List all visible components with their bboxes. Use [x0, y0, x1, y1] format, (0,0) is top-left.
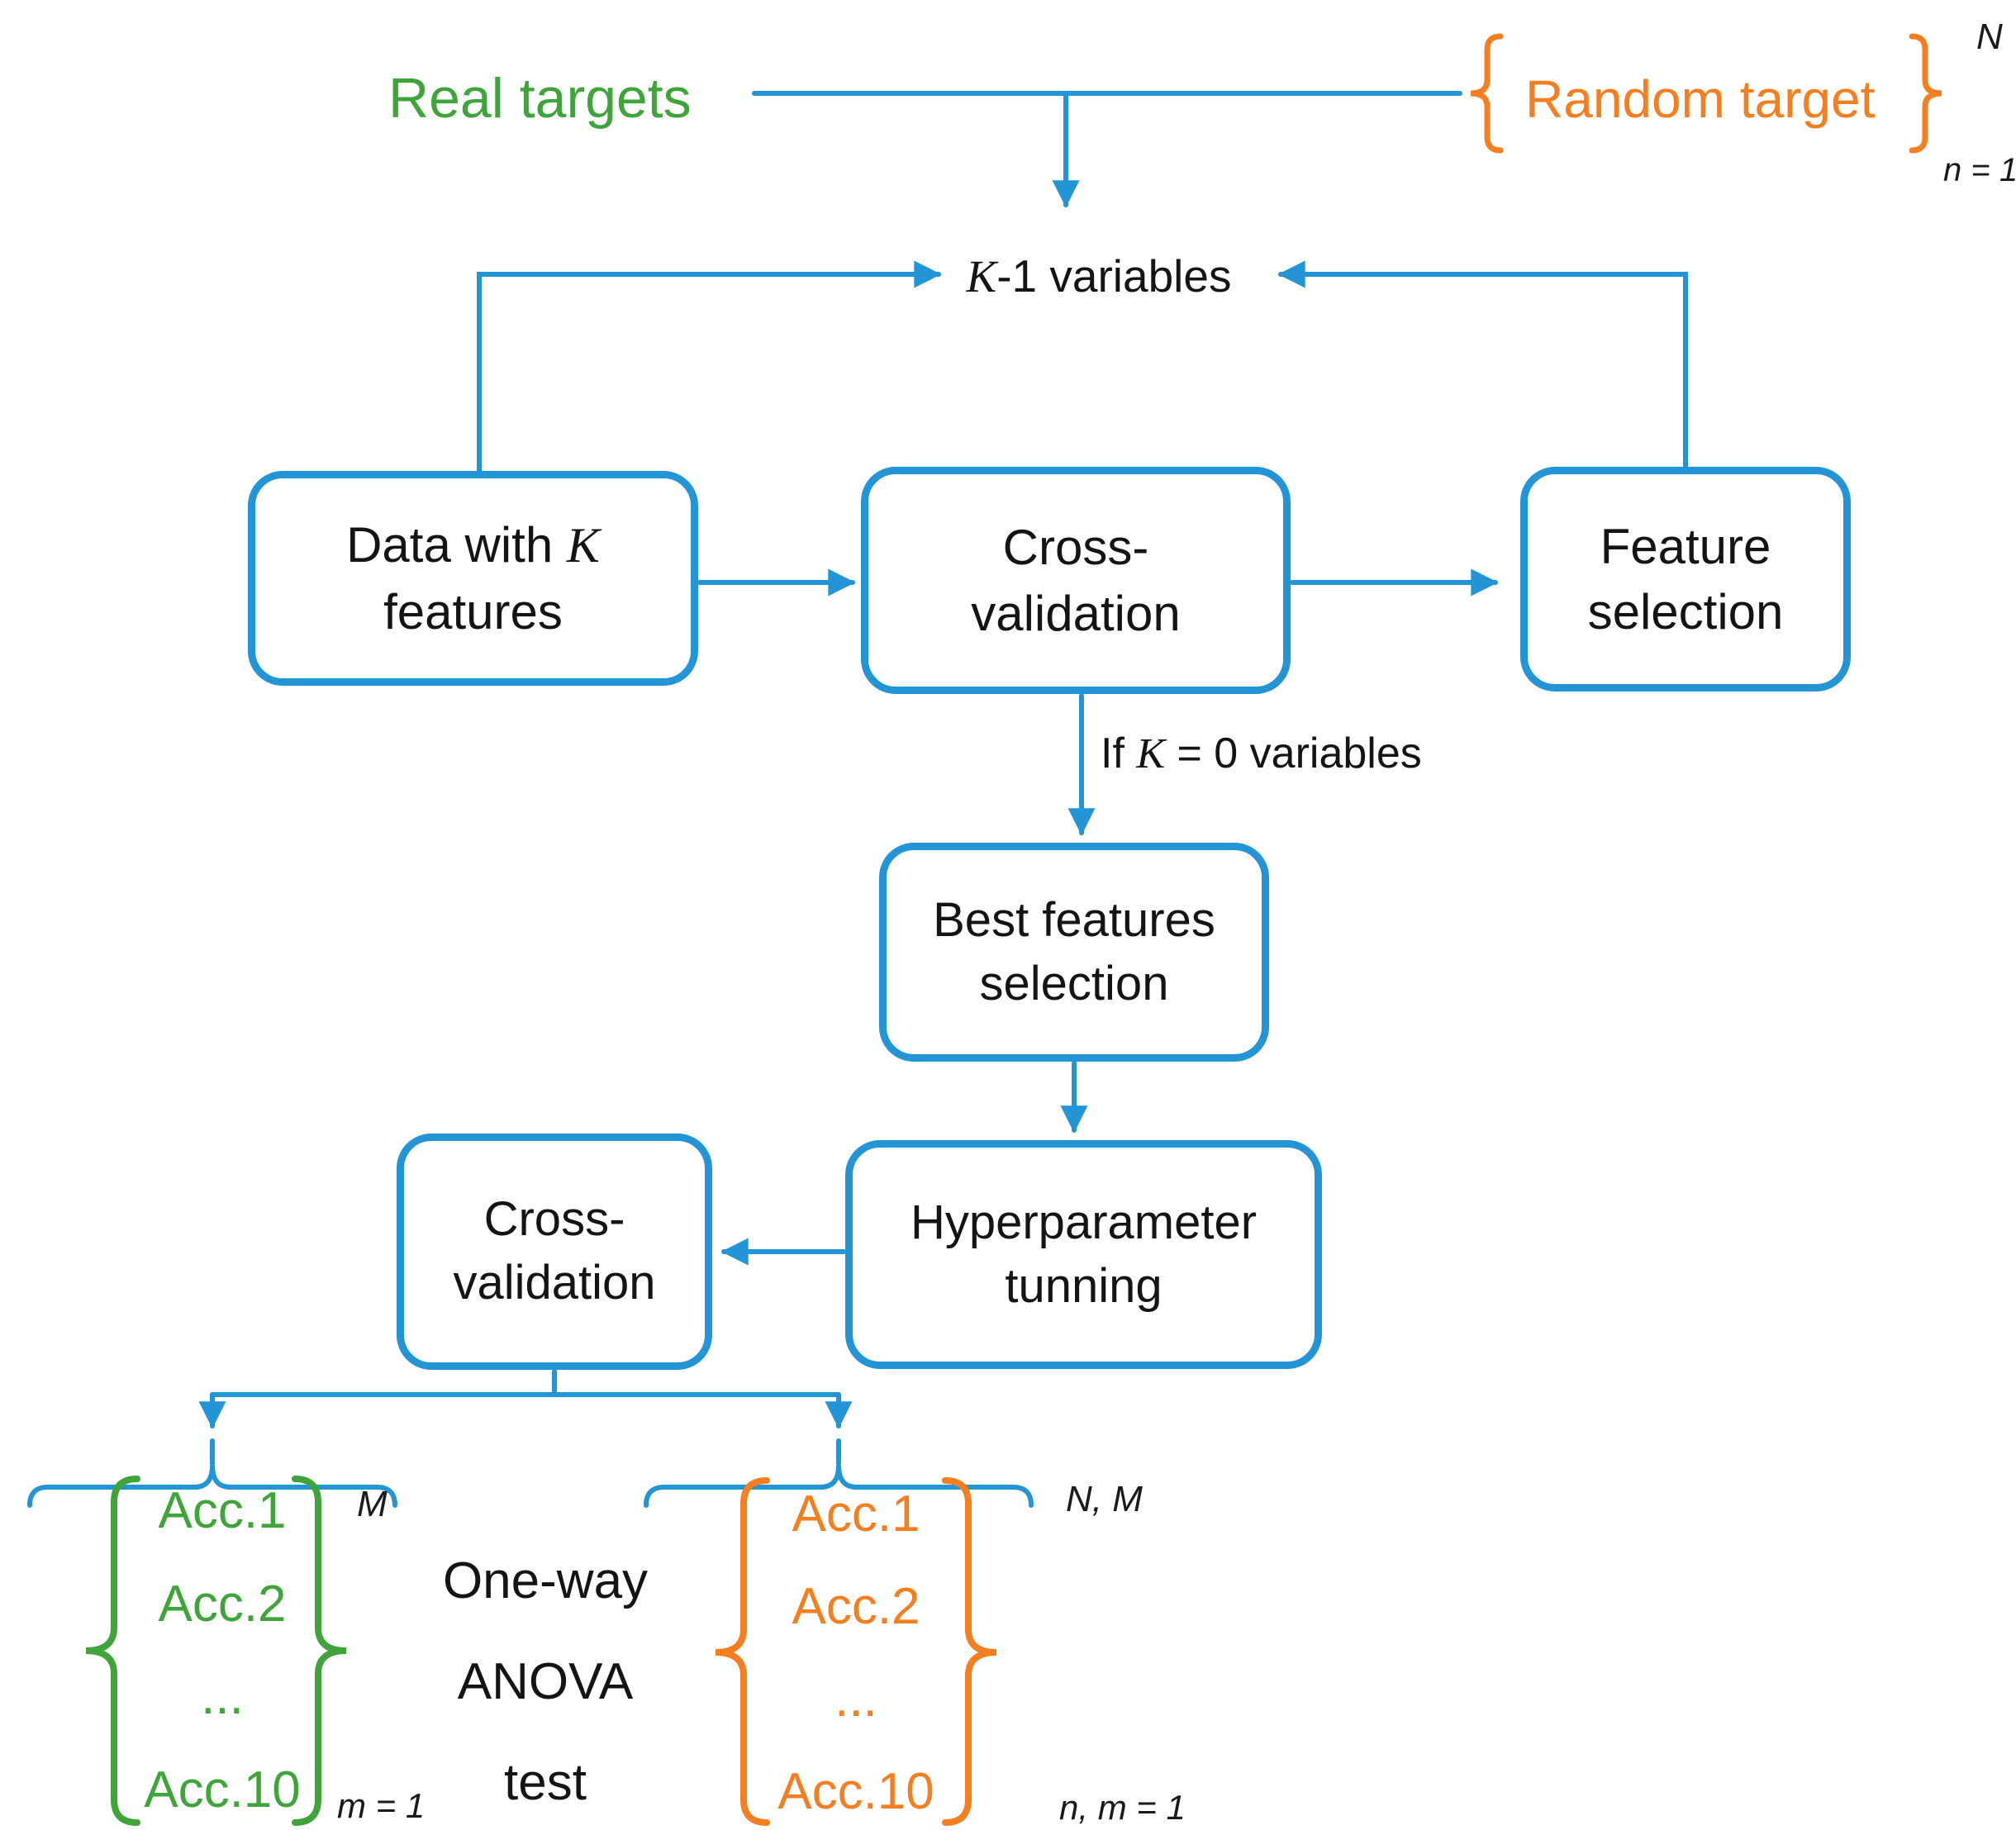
box-line: validation — [971, 585, 1181, 641]
k-symbol: K — [966, 251, 997, 302]
list-item: Acc.2 — [792, 1578, 920, 1635]
random-target-superscript: N — [1976, 17, 2003, 57]
list-item: ... — [201, 1668, 244, 1726]
box-line: selection — [979, 956, 1169, 1010]
cross-validation-2-box: Cross- validation — [397, 1134, 712, 1370]
k-symbol: K — [1136, 730, 1166, 777]
list-item: Acc.1 — [158, 1482, 287, 1539]
green-list-superscript: M — [357, 1484, 388, 1524]
box-line: validation — [453, 1256, 656, 1310]
random-target-label: Random target — [1525, 69, 1876, 129]
data-with-k-features-box: Data with K features — [248, 471, 698, 686]
real-targets-label: Real targets — [388, 67, 692, 130]
feature-selection-box: Feature selection — [1520, 467, 1851, 692]
box-line: tunning — [1005, 1258, 1163, 1313]
orange-closing-brace-icon — [942, 1477, 997, 1826]
orange-list-superscript: N, M — [1066, 1479, 1143, 1519]
box-line: Hyperparameter — [910, 1195, 1258, 1249]
list-item: Acc.1 — [792, 1485, 920, 1542]
box-line: Cross- — [1002, 520, 1149, 576]
list-item: Acc.10 — [777, 1763, 934, 1820]
box-line: features — [383, 583, 563, 639]
green-list-subscript: m = 1 — [337, 1786, 426, 1825]
green-closing-brace-icon — [292, 1476, 347, 1826]
box-line: Best features — [933, 892, 1215, 947]
arrow-feature-to-kvars — [1277, 260, 1688, 471]
if-k-equals-0-label: If K = 0 variables — [1101, 730, 1422, 777]
list-item: ... — [834, 1671, 877, 1728]
hyperparameter-tunning-box: Hyperparameter tunning — [845, 1140, 1322, 1369]
orange-list-subscript: n, m = 1 — [1059, 1788, 1186, 1827]
list-item: Acc.2 — [158, 1575, 287, 1633]
orange-opening-brace-icon — [715, 1477, 770, 1826]
list-item: Acc.10 — [144, 1761, 301, 1818]
box-line: Feature — [1600, 518, 1771, 574]
box-line: Cross- — [483, 1192, 625, 1247]
k-minus-1-variables-label: K-1 variables — [950, 250, 1248, 302]
box-line: Data with K — [346, 517, 600, 573]
best-features-selection-box: Best features selection — [879, 843, 1269, 1062]
random-closing-brace-icon — [1909, 33, 1942, 154]
overbrace-right-icon — [644, 1465, 1034, 1508]
random-target-subscript: n = 1 — [1943, 152, 2016, 188]
green-opening-brace-icon — [85, 1476, 140, 1826]
random-opening-brace-icon — [1470, 33, 1504, 154]
orange-accuracy-list: Acc.1 Acc.2 ... Acc.10 — [757, 1489, 955, 1818]
arrow-data-to-kvars — [477, 260, 942, 475]
cross-validation-1-box: Cross- validation — [861, 467, 1291, 694]
box-line: selection — [1587, 584, 1784, 639]
k-variables-text: -1 variables — [996, 250, 1232, 302]
green-accuracy-list: Acc.1 Acc.2 ... Acc.10 — [126, 1485, 318, 1816]
overbrace-left-icon — [27, 1465, 397, 1508]
anova-test-label: One-way ANOVA test — [442, 1552, 649, 1811]
